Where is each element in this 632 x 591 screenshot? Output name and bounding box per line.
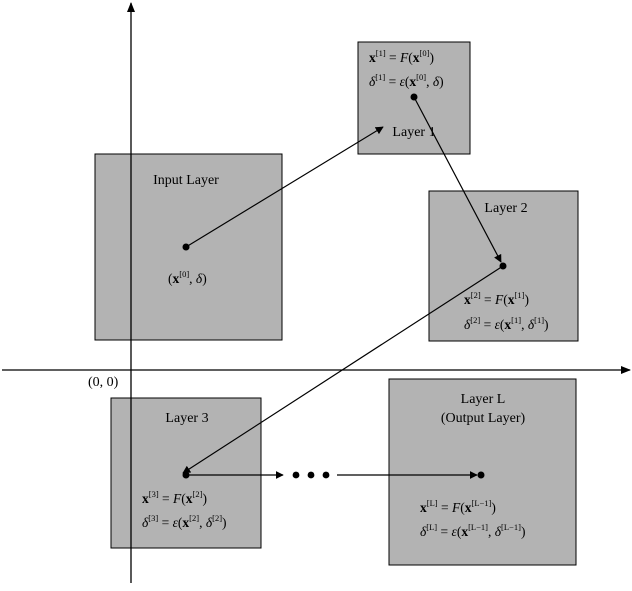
layer3-point	[182, 471, 190, 479]
layer1-eq-x: x[1] = F(x[0])	[369, 48, 434, 65]
layer2-eq-delta: δ[2] = ε(x[1], δ[1])	[464, 315, 549, 332]
arrow-input-to-layer1	[185, 126, 384, 248]
layer3-title: Layer 3	[165, 411, 208, 426]
layer1-title: Layer 1	[392, 125, 435, 140]
origin-label: (0, 0)	[88, 375, 119, 390]
input-point-label: (x[0], δ)	[168, 269, 207, 286]
layer1-point	[410, 93, 418, 101]
layer2-eq-x: x[2] = F(x[1])	[464, 290, 529, 307]
layer3-eq-x: x[3] = F(x[2])	[142, 489, 207, 506]
ellipsis-dot-3	[322, 471, 330, 479]
arrow-layer1-to-layer2	[413, 96, 502, 263]
ellipsis-dot-2	[307, 471, 315, 479]
output-eq-delta: δ[L] = ε(x[L−1], δ[L−1])	[420, 522, 525, 539]
input-layer-title: Input Layer	[153, 173, 219, 188]
layer3-eq-delta: δ[3] = ε(x[2], δ[2])	[142, 513, 227, 530]
output-layer-title-line2: (Output Layer)	[441, 411, 526, 426]
layer2-title: Layer 2	[484, 201, 527, 216]
ellipsis-dot-1	[292, 471, 300, 479]
output-layer-title-line1: Layer L	[461, 392, 506, 407]
arrow-layer2-to-layer3	[182, 265, 504, 474]
layer2-point	[499, 262, 507, 270]
output-point	[477, 471, 485, 479]
layer1-eq-delta: δ[1] = ε(x[0], δ)	[369, 72, 444, 89]
output-eq-x: x[L] = F(x[L−1])	[420, 498, 496, 515]
input-point	[182, 243, 190, 251]
